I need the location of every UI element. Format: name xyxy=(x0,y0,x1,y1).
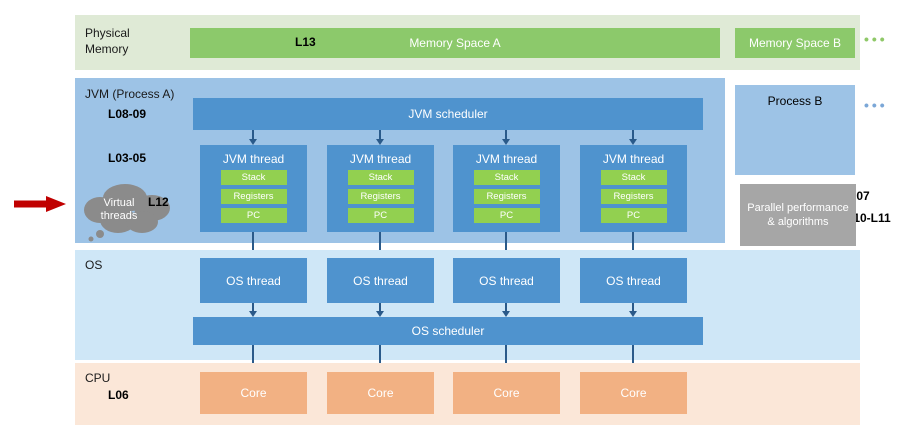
jvm-thread-label: JVM thread xyxy=(475,152,538,166)
memory-space-a-box: L13 Memory Space A xyxy=(190,28,720,58)
arrow-jvmthread-osthread-4 xyxy=(629,232,637,258)
arrow-jvmthread-osthread-1 xyxy=(249,232,257,258)
arrow-jvmthread-osthread-2 xyxy=(376,232,384,258)
jvm-scheduler-bar: JVM scheduler xyxy=(193,98,703,130)
core-label: Core xyxy=(367,386,394,400)
arrow-osthread-scheduler-3 xyxy=(502,303,510,317)
l03-05-label: L03-05 xyxy=(108,151,147,165)
parallel-performance-label: Parallel performance & algorithms xyxy=(747,201,849,228)
memory-space-b-box: Memory Space B xyxy=(735,28,855,58)
stack-chip: Stack xyxy=(347,170,414,185)
core-box: Core xyxy=(453,372,560,414)
os-scheduler-bar: OS scheduler xyxy=(193,317,703,345)
jvm-thread-label: JVM thread xyxy=(222,152,285,166)
os-thread-label: OS thread xyxy=(606,273,661,288)
process-b-box: Process B xyxy=(735,85,855,175)
memory-space-a-label: Memory Space A xyxy=(409,36,501,50)
pc-chip: PC xyxy=(347,208,414,223)
core-label: Core xyxy=(240,386,267,400)
arrow-scheduler-thread-1 xyxy=(249,130,257,145)
os-thread-box: OS thread xyxy=(200,258,307,303)
jvm-thread-box: JVM thread Stack Registers PC xyxy=(200,145,307,232)
virtual-threads-label: Virtual threads xyxy=(100,197,138,222)
os-scheduler-label: OS scheduler xyxy=(411,324,485,338)
physical-memory-band-label: Physical Memory xyxy=(85,26,130,56)
l13-label: L13 xyxy=(295,35,316,49)
process-b-label: Process B xyxy=(767,94,823,108)
l12-label: L12 xyxy=(148,195,169,209)
os-thread-label: OS thread xyxy=(226,273,281,288)
virtual-threads-cloud: Virtual threads xyxy=(80,180,180,242)
cpu-band-label: CPU xyxy=(85,371,111,385)
memory-ellipsis-icon: ••• xyxy=(864,31,888,47)
registers-chip: Registers xyxy=(347,189,414,204)
jvm-thread-box: JVM thread Stack Registers PC xyxy=(580,145,687,232)
arrow-scheduler-thread-3 xyxy=(502,130,510,145)
pc-chip: PC xyxy=(220,208,287,223)
os-thread-box: OS thread xyxy=(580,258,687,303)
memory-space-b-label: Memory Space B xyxy=(748,36,842,50)
os-band-label: OS xyxy=(85,258,103,272)
arrow-osthread-scheduler-1 xyxy=(249,303,257,317)
core-box: Core xyxy=(327,372,434,414)
jvm-thread-label: JVM thread xyxy=(349,152,412,166)
core-label: Core xyxy=(493,386,520,400)
jvm-thread-label: JVM thread xyxy=(602,152,665,166)
registers-chip: Registers xyxy=(220,189,287,204)
stack-chip: Stack xyxy=(220,170,287,185)
process-ellipsis-icon: ••• xyxy=(864,97,888,113)
jvm-thread-box: JVM thread Stack Registers PC xyxy=(453,145,560,232)
os-thread-box: OS thread xyxy=(327,258,434,303)
core-box: Core xyxy=(200,372,307,414)
cloud-shape-icon xyxy=(84,184,170,242)
pc-chip: PC xyxy=(600,208,667,223)
arrow-scheduler-thread-4 xyxy=(629,130,637,145)
arrow-osthread-scheduler-2 xyxy=(376,303,384,317)
parallel-performance-box: Parallel performance & algorithms xyxy=(740,184,856,246)
os-thread-box: OS thread xyxy=(453,258,560,303)
l06-label: L06 xyxy=(108,388,129,402)
l08-09-label: L08-09 xyxy=(108,107,147,121)
registers-chip: Registers xyxy=(600,189,667,204)
jvm-scheduler-label: JVM scheduler xyxy=(408,107,488,121)
pc-chip: PC xyxy=(473,208,540,223)
os-thread-label: OS thread xyxy=(479,273,534,288)
jvm-band-label: JVM (Process A) xyxy=(85,87,175,101)
l10-l11-label: L10-L11 xyxy=(846,211,891,225)
core-label: Core xyxy=(620,386,647,400)
os-thread-label: OS thread xyxy=(353,273,408,288)
registers-chip: Registers xyxy=(473,189,540,204)
arrow-jvmthread-osthread-3 xyxy=(502,232,510,258)
core-box: Core xyxy=(580,372,687,414)
stack-chip: Stack xyxy=(600,170,667,185)
arrow-scheduler-thread-2 xyxy=(376,130,384,145)
jvm-thread-box: JVM thread Stack Registers PC xyxy=(327,145,434,232)
stack-chip: Stack xyxy=(473,170,540,185)
red-pointer-arrow-icon xyxy=(14,196,66,212)
arrow-osthread-scheduler-4 xyxy=(629,303,637,317)
